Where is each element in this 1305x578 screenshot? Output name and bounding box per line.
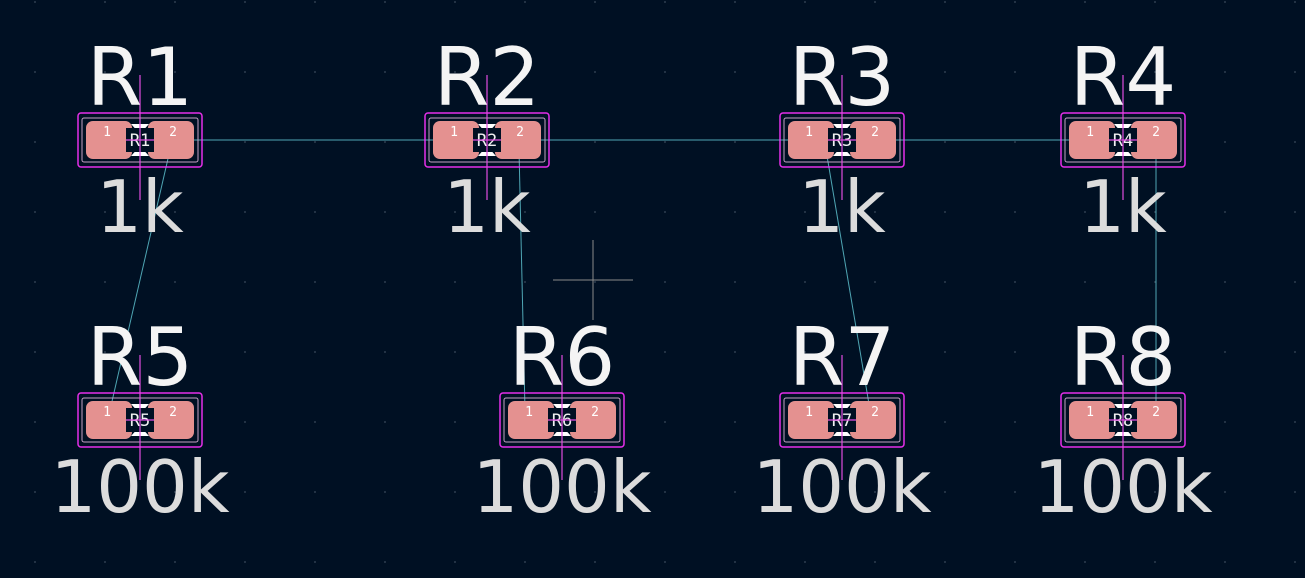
pad-2-number: 2 <box>1152 125 1160 140</box>
pad-1-number: 1 <box>103 125 111 140</box>
reference-designator[interactable]: R3 <box>789 31 895 124</box>
pad-1[interactable] <box>1069 121 1115 159</box>
reference-designator[interactable]: R1 <box>87 31 193 124</box>
pad-1[interactable] <box>1069 401 1115 439</box>
pad-2[interactable] <box>1131 401 1177 439</box>
pad-2[interactable] <box>570 401 616 439</box>
component-value[interactable]: 1k <box>96 165 184 249</box>
reference-designator[interactable]: R5 <box>87 311 193 404</box>
reference-designator[interactable]: R8 <box>1070 311 1176 404</box>
pad-2-number: 2 <box>871 125 879 140</box>
pad-2-number: 2 <box>169 125 177 140</box>
reference-designator[interactable]: R4 <box>1070 31 1176 124</box>
pad-1[interactable] <box>86 121 132 159</box>
pad-1-number: 1 <box>103 405 111 420</box>
component-value[interactable]: 1k <box>443 165 531 249</box>
reference-designator[interactable]: R6 <box>509 311 615 404</box>
pad-2-number: 2 <box>516 125 524 140</box>
pad-1-number: 1 <box>805 125 813 140</box>
reference-designator[interactable]: R7 <box>789 311 895 404</box>
pad-2-number: 2 <box>1152 405 1160 420</box>
pad-1-number: 1 <box>525 405 533 420</box>
pad-2[interactable] <box>850 401 896 439</box>
component-value[interactable]: 1k <box>798 165 886 249</box>
pad-2[interactable] <box>148 121 194 159</box>
pad-2[interactable] <box>495 121 541 159</box>
ratsnest-r3-r7 <box>825 149 871 411</box>
ratsnest-r2-r6 <box>518 149 526 411</box>
pad-1[interactable] <box>508 401 554 439</box>
cursor-crosshair <box>553 240 633 320</box>
pad-1[interactable] <box>433 121 479 159</box>
pad-1[interactable] <box>788 121 834 159</box>
pad-1-number: 1 <box>450 125 458 140</box>
pad-1-number: 1 <box>1086 125 1094 140</box>
pad-2[interactable] <box>850 121 896 159</box>
component-value[interactable]: 100k <box>50 445 229 529</box>
component-value[interactable]: 100k <box>752 445 931 529</box>
pad-1-number: 1 <box>1086 405 1094 420</box>
ratsnest-r1-r5 <box>109 149 171 411</box>
pad-2-number: 2 <box>871 405 879 420</box>
pad-1[interactable] <box>86 401 132 439</box>
pad-1[interactable] <box>788 401 834 439</box>
pad-1-number: 1 <box>805 405 813 420</box>
ratsnest-lines <box>109 139 1157 411</box>
component-value[interactable]: 1k <box>1079 165 1167 249</box>
pad-2[interactable] <box>1131 121 1177 159</box>
pad-2[interactable] <box>148 401 194 439</box>
pad-2-number: 2 <box>169 405 177 420</box>
reference-designator[interactable]: R2 <box>434 31 540 124</box>
component-value[interactable]: 100k <box>472 445 651 529</box>
pad-2-number: 2 <box>591 405 599 420</box>
grid <box>34 1 1296 563</box>
component-value[interactable]: 100k <box>1033 445 1212 529</box>
